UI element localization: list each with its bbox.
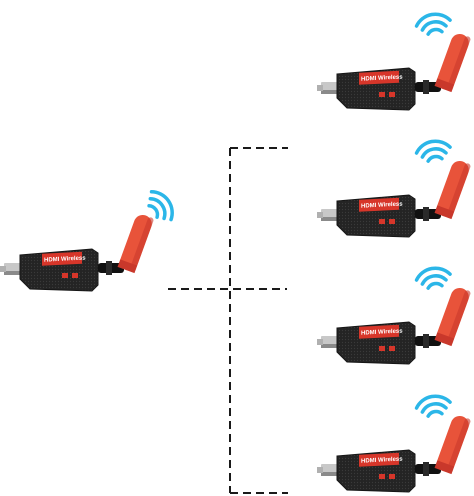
- antenna: [117, 214, 154, 274]
- pair-button: [389, 92, 395, 97]
- signal-wave-icon: [414, 139, 452, 163]
- antenna: [434, 415, 471, 475]
- hdmi-connector: [0, 263, 22, 275]
- receiver-dongle-3: HDMI Wireless: [317, 266, 471, 365]
- antenna-hinge: [415, 334, 441, 348]
- pair-button: [389, 474, 395, 479]
- antenna-hinge: [415, 207, 441, 221]
- antenna-hinge: [415, 462, 441, 476]
- dongle-label-text: HDMI Wireless: [361, 328, 403, 336]
- receiver-dongle-1: HDMI Wireless: [317, 12, 471, 111]
- antenna: [434, 160, 471, 220]
- status-led: [62, 273, 68, 278]
- antenna: [434, 33, 471, 93]
- hdmi-connector: [317, 82, 339, 94]
- hdmi-connector: [317, 336, 339, 348]
- hdmi-connector: [317, 464, 339, 476]
- dongle-label-plate: [359, 324, 399, 339]
- dongle-label-plate: [359, 70, 399, 85]
- dongle-label-plate: [42, 251, 82, 266]
- dongle-label-text: HDMI Wireless: [361, 74, 403, 82]
- signal-wave-icon: [414, 12, 452, 36]
- status-led: [379, 474, 385, 479]
- antenna-hinge: [415, 80, 441, 94]
- pair-button: [72, 273, 78, 278]
- dongle-label-text: HDMI Wireless: [361, 456, 403, 464]
- antenna-hinge: [98, 261, 124, 275]
- status-led: [379, 92, 385, 97]
- signal-wave-icon: [414, 394, 452, 418]
- dongle-label-plate: [359, 452, 399, 467]
- connection-lines: [168, 147, 288, 494]
- receiver-dongle-2: HDMI Wireless: [317, 139, 471, 238]
- status-led: [379, 346, 385, 351]
- hdmi-connector: [317, 209, 339, 221]
- antenna: [434, 287, 471, 347]
- pair-button: [389, 219, 395, 224]
- signal-wave-icon: [414, 266, 452, 290]
- transmitter-dongle: HDMI Wireless: [0, 190, 174, 292]
- dongle-label-plate: [359, 197, 399, 212]
- status-led: [379, 219, 385, 224]
- dongle-label-text: HDMI Wireless: [361, 201, 403, 209]
- pair-button: [389, 346, 395, 351]
- receiver-dongle-4: HDMI Wireless: [317, 394, 471, 493]
- dongle-label-text: HDMI Wireless: [44, 255, 86, 263]
- signal-wave-icon: [147, 190, 174, 222]
